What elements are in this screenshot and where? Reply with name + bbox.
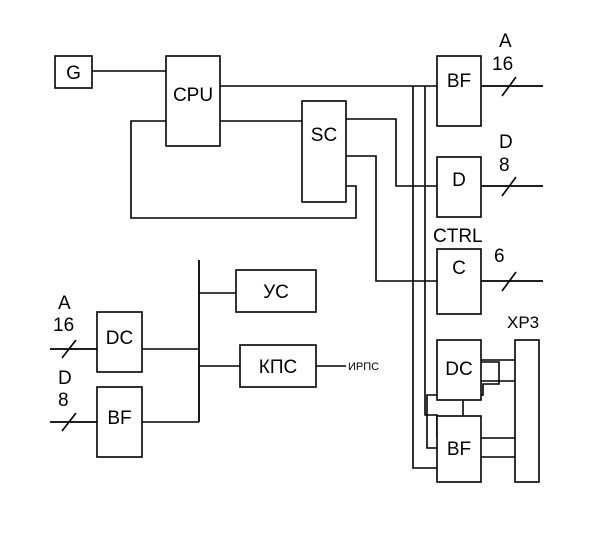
label-xp3: XP3 (507, 313, 539, 332)
label-left-data-name: D (58, 368, 72, 389)
connector-xp3 (514, 339, 540, 483)
block-sc: SC (301, 100, 347, 203)
block-g: G (54, 55, 93, 89)
wire-sc-c (346, 155, 437, 282)
block-bf-left: BF (96, 386, 143, 458)
block-us-label: УС (263, 282, 289, 303)
block-us: УС (235, 269, 317, 313)
label-left-data-width: 8 (58, 390, 69, 411)
label-addr-name: A (499, 31, 512, 52)
block-cpu: CPU (165, 55, 221, 147)
wire-sc-feedback (130, 120, 357, 219)
wire-sc-d (346, 118, 437, 187)
wire-dc-xp3-top (426, 361, 500, 449)
slash-left-addr (61, 339, 77, 359)
label-data-width: 8 (499, 155, 510, 176)
block-bf-right: BF (436, 415, 482, 483)
block-cpu-label: CPU (173, 85, 213, 106)
block-c-ctrl-label: C (452, 258, 466, 279)
block-d-data-label: D (452, 170, 466, 191)
block-kps-label: КПС (259, 357, 297, 378)
block-dc-right-label: DC (445, 359, 472, 380)
wires (50, 70, 543, 469)
wire-bus-bf-right (412, 86, 437, 469)
slash-ctrl (501, 271, 517, 292)
bus-labels: A 16 D 8 CTRL 6 A 16 D 8 ИРПС XP3 (53, 31, 539, 411)
label-addr-width: 16 (492, 54, 513, 75)
slash-left-data (61, 412, 77, 432)
label-ctrl-name: CTRL (433, 226, 483, 247)
block-bf-left-label: BF (107, 408, 131, 429)
label-data-name: D (499, 132, 513, 153)
slash-addr (501, 76, 517, 97)
block-bf-right-label: BF (447, 439, 471, 460)
block-d-data: D (436, 156, 482, 218)
block-sc-label: SC (311, 125, 337, 146)
blocks: G CPU SC BF D C УС КПС (54, 55, 540, 483)
label-left-addr-name: A (58, 293, 71, 314)
block-kps: КПС (239, 344, 317, 388)
label-ctrl-width: 6 (494, 246, 505, 267)
block-bf-addr: BF (436, 55, 482, 127)
block-dc-right: DC (436, 339, 482, 401)
block-dc-left: DC (96, 311, 143, 373)
block-c-ctrl: C (436, 248, 482, 315)
label-irps: ИРПС (348, 361, 379, 373)
block-bf-addr-label: BF (447, 71, 471, 92)
label-left-addr-width: 16 (53, 315, 74, 336)
block-g-label: G (66, 63, 81, 84)
block-dc-left-label: DC (106, 328, 133, 349)
slash-data (501, 176, 517, 197)
